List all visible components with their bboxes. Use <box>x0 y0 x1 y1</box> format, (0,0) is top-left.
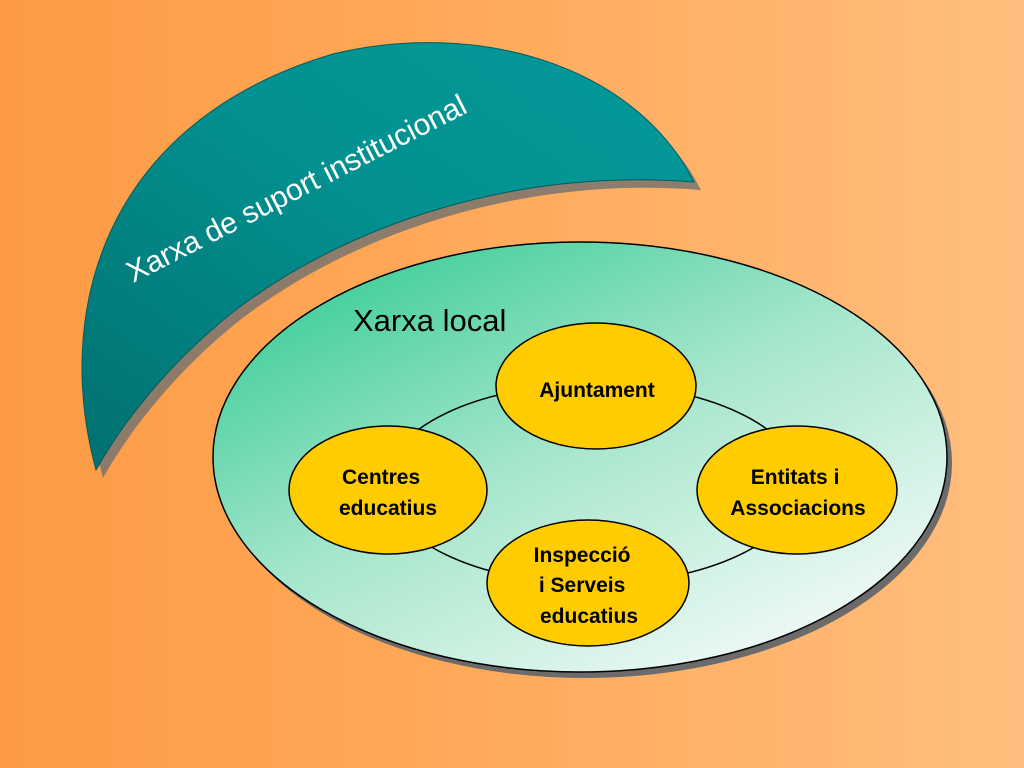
node-inspeccio-label: Inspecció i Serveis educatius <box>534 544 638 628</box>
node-centres-label: Centres educatius <box>339 466 437 520</box>
node-entitats-line-1: Entitats i <box>751 466 840 489</box>
node-inspeccio-line-2: i Serveis <box>539 574 625 597</box>
local-network-label: Xarxa local <box>353 303 506 338</box>
node-ajuntament-line-1: Ajuntament <box>539 379 655 402</box>
node-inspeccio-shape <box>486 519 690 647</box>
node-centres-shape <box>288 425 488 555</box>
local-network-ellipse <box>212 241 948 673</box>
node-entitats-associacions: Entitats i Associacions <box>696 425 898 555</box>
node-ajuntament-shape <box>495 322 697 450</box>
node-inspeccio-line-1: Inspecció <box>534 544 631 567</box>
node-centres-line-1: Centres <box>342 466 420 489</box>
support-arc <box>81 42 695 472</box>
node-inspeccio-line-3: educatius <box>540 605 638 628</box>
node-ajuntament: Ajuntament <box>495 322 697 450</box>
node-centres-line-2: educatius <box>339 497 437 520</box>
node-entitats-line-2: Associacions <box>730 497 865 520</box>
node-entitats-shape <box>696 425 898 555</box>
node-entitats-label: Entitats i Associacions <box>730 466 865 520</box>
node-centres-educatius: Centres educatius <box>288 425 488 555</box>
node-ajuntament-label: Ajuntament <box>539 379 655 402</box>
node-inspeccio-serveis: Inspecció i Serveis educatius <box>486 519 690 647</box>
